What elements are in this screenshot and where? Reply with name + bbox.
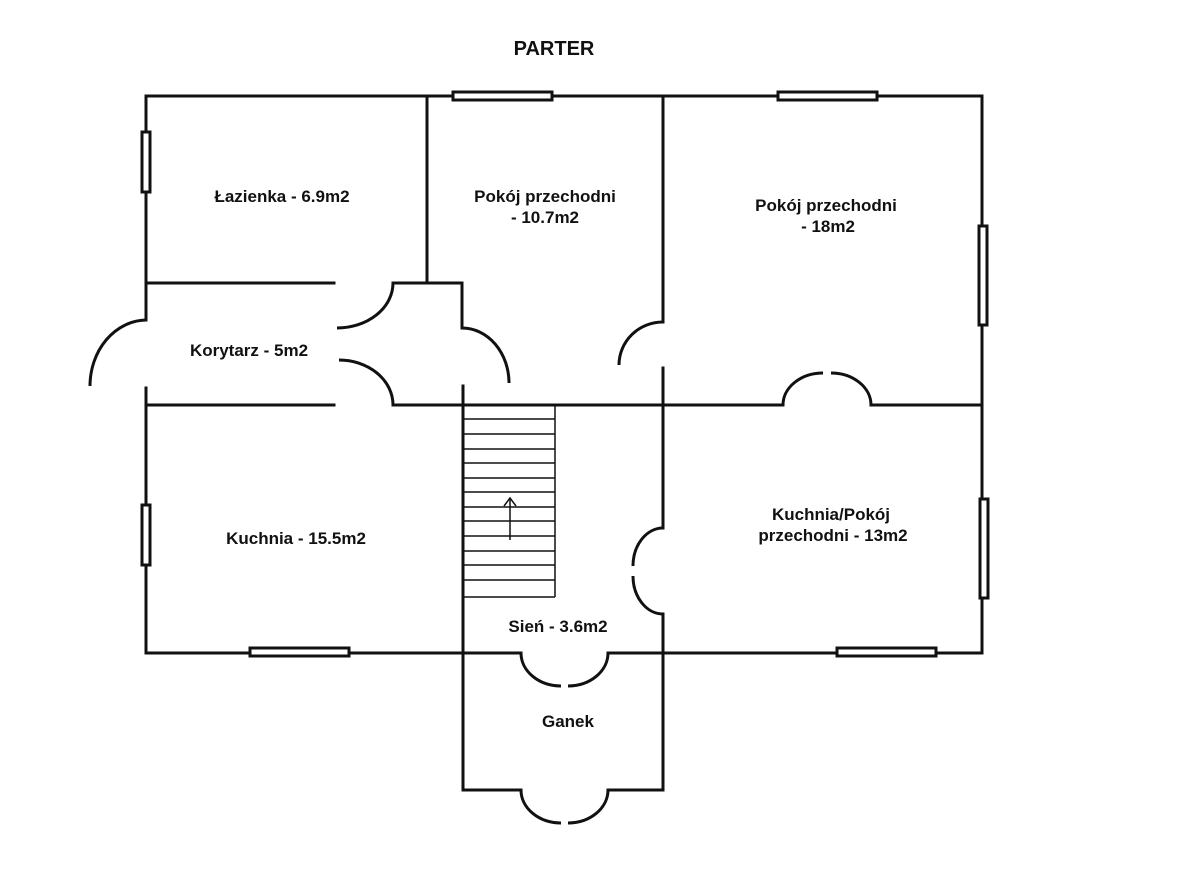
- plan-title: PARTER: [514, 38, 595, 60]
- window: [140, 130, 152, 194]
- window: [776, 90, 879, 102]
- room-label-ganek: Ganek: [542, 712, 595, 731]
- door-swing: [88, 318, 147, 387]
- window: [451, 90, 554, 102]
- door-swing: [567, 652, 610, 688]
- door-swing: [338, 358, 395, 406]
- room-label-pokoj-1-area: - 10.7m2: [511, 208, 579, 227]
- door-swing: [461, 326, 511, 384]
- door-swing: [631, 526, 664, 567]
- window: [248, 646, 351, 658]
- room-label-pokoj-2-area: - 18m2: [801, 217, 855, 236]
- window: [977, 224, 989, 327]
- door-swing: [631, 575, 664, 616]
- room-label-sien: Sień - 3.6m2: [508, 617, 607, 636]
- window: [978, 497, 990, 600]
- door-swing: [519, 789, 562, 825]
- windows: [140, 90, 990, 658]
- window: [835, 646, 938, 658]
- door-swing: [519, 652, 562, 688]
- room-label-pokoj-2: Pokój przechodni: [755, 196, 897, 215]
- room-label-kuchnia-pokoj: Kuchnia/Pokój: [772, 505, 890, 524]
- door-swing: [617, 320, 664, 366]
- room-label-korytarz: Korytarz - 5m2: [190, 341, 308, 360]
- staircase: [463, 405, 556, 598]
- room-label-pokoj-1: Pokój przechodni: [474, 187, 616, 206]
- arrow-up-icon: [503, 496, 517, 540]
- door-swing: [830, 371, 873, 406]
- door-swing: [567, 789, 610, 825]
- window: [140, 503, 152, 567]
- room-labels: Łazienka - 6.9m2 Pokój przechodni - 10.7…: [190, 187, 908, 731]
- room-label-kuchnia-pokoj-area: przechodni - 13m2: [758, 526, 907, 545]
- door-swing: [336, 282, 395, 330]
- doors: [88, 282, 873, 825]
- door-swing: [781, 371, 824, 406]
- room-label-lazienka: Łazienka - 6.9m2: [214, 187, 349, 206]
- room-label-kuchnia: Kuchnia - 15.5m2: [226, 529, 366, 548]
